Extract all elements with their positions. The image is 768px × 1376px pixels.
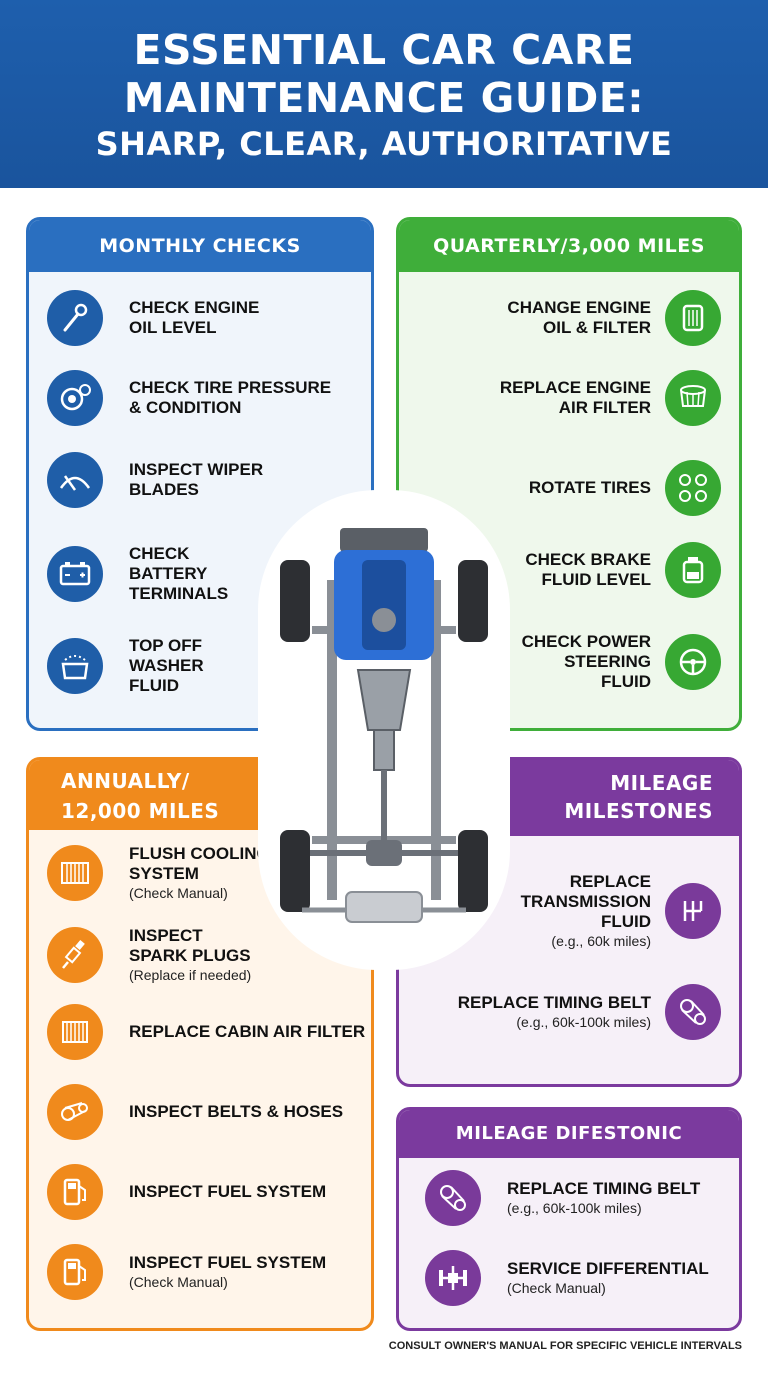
list-item: INSPECT FUEL SYSTEM	[47, 1164, 326, 1220]
list-item: INSPECT FUEL SYSTEM(Check Manual)	[47, 1244, 326, 1300]
page-header: ESSENTIAL CAR CARE MAINTENANCE GUIDE: SH…	[0, 0, 768, 188]
steering-wheel-icon	[665, 634, 721, 690]
title-line-2: MAINTENANCE GUIDE:	[123, 74, 645, 122]
title-line-3: SHARP, CLEAR, AUTHORITATIVE	[95, 125, 673, 163]
car-chassis-icon	[280, 528, 488, 923]
oil-filter-icon	[665, 290, 721, 346]
fuel-pump-icon	[47, 1164, 103, 1220]
title-line-1: ESSENTIAL CAR CARE	[133, 26, 635, 74]
differential-icon	[425, 1250, 481, 1306]
belt-icon	[47, 1084, 103, 1140]
tire-gauge-icon	[47, 370, 103, 426]
radiator-icon	[47, 845, 103, 901]
mileage-difestonic-title: MILEAGE DIFESTONIC	[399, 1110, 739, 1158]
tire-rotation-icon	[665, 460, 721, 516]
timing-belt-icon	[425, 1170, 481, 1226]
list-item: CHECK TIRE PRESSURE& CONDITION	[47, 370, 331, 426]
timing-belt-icon	[665, 984, 721, 1040]
list-item: REPLACE TIMING BELT(e.g., 60k-100k miles…	[458, 984, 721, 1040]
washer-fluid-icon	[47, 638, 103, 694]
battery-icon	[47, 546, 103, 602]
brake-fluid-icon	[665, 542, 721, 598]
footer-note: CONSULT OWNER'S MANUAL FOR SPECIFIC VEHI…	[388, 1340, 742, 1352]
quarterly-title: QUARTERLY/3,000 MILES	[399, 220, 739, 272]
list-item: REPLACE TIMING BELT(e.g., 60k-100k miles…	[425, 1170, 700, 1226]
monthly-checks-title: MONTHLY CHECKS	[29, 220, 371, 272]
cabin-filter-icon	[47, 1004, 103, 1060]
list-item: REPLACE CABIN AIR FILTER	[47, 1004, 365, 1060]
fuel-pump-icon	[47, 1244, 103, 1300]
mileage-difestonic-panel: MILEAGE DIFESTONIC REPLACE TIMING BELT(e…	[396, 1107, 742, 1331]
wiper-icon	[47, 452, 103, 508]
list-item: SERVICE DIFFERENTIAL(Check Manual)	[425, 1250, 709, 1306]
gear-shift-icon	[665, 883, 721, 939]
list-item: ROTATE TIRES	[529, 460, 721, 516]
dipstick-icon	[47, 290, 103, 346]
list-item: INSPECT BELTS & HOSES	[47, 1084, 343, 1140]
spark-plug-icon	[47, 927, 103, 983]
air-filter-icon	[665, 370, 721, 426]
